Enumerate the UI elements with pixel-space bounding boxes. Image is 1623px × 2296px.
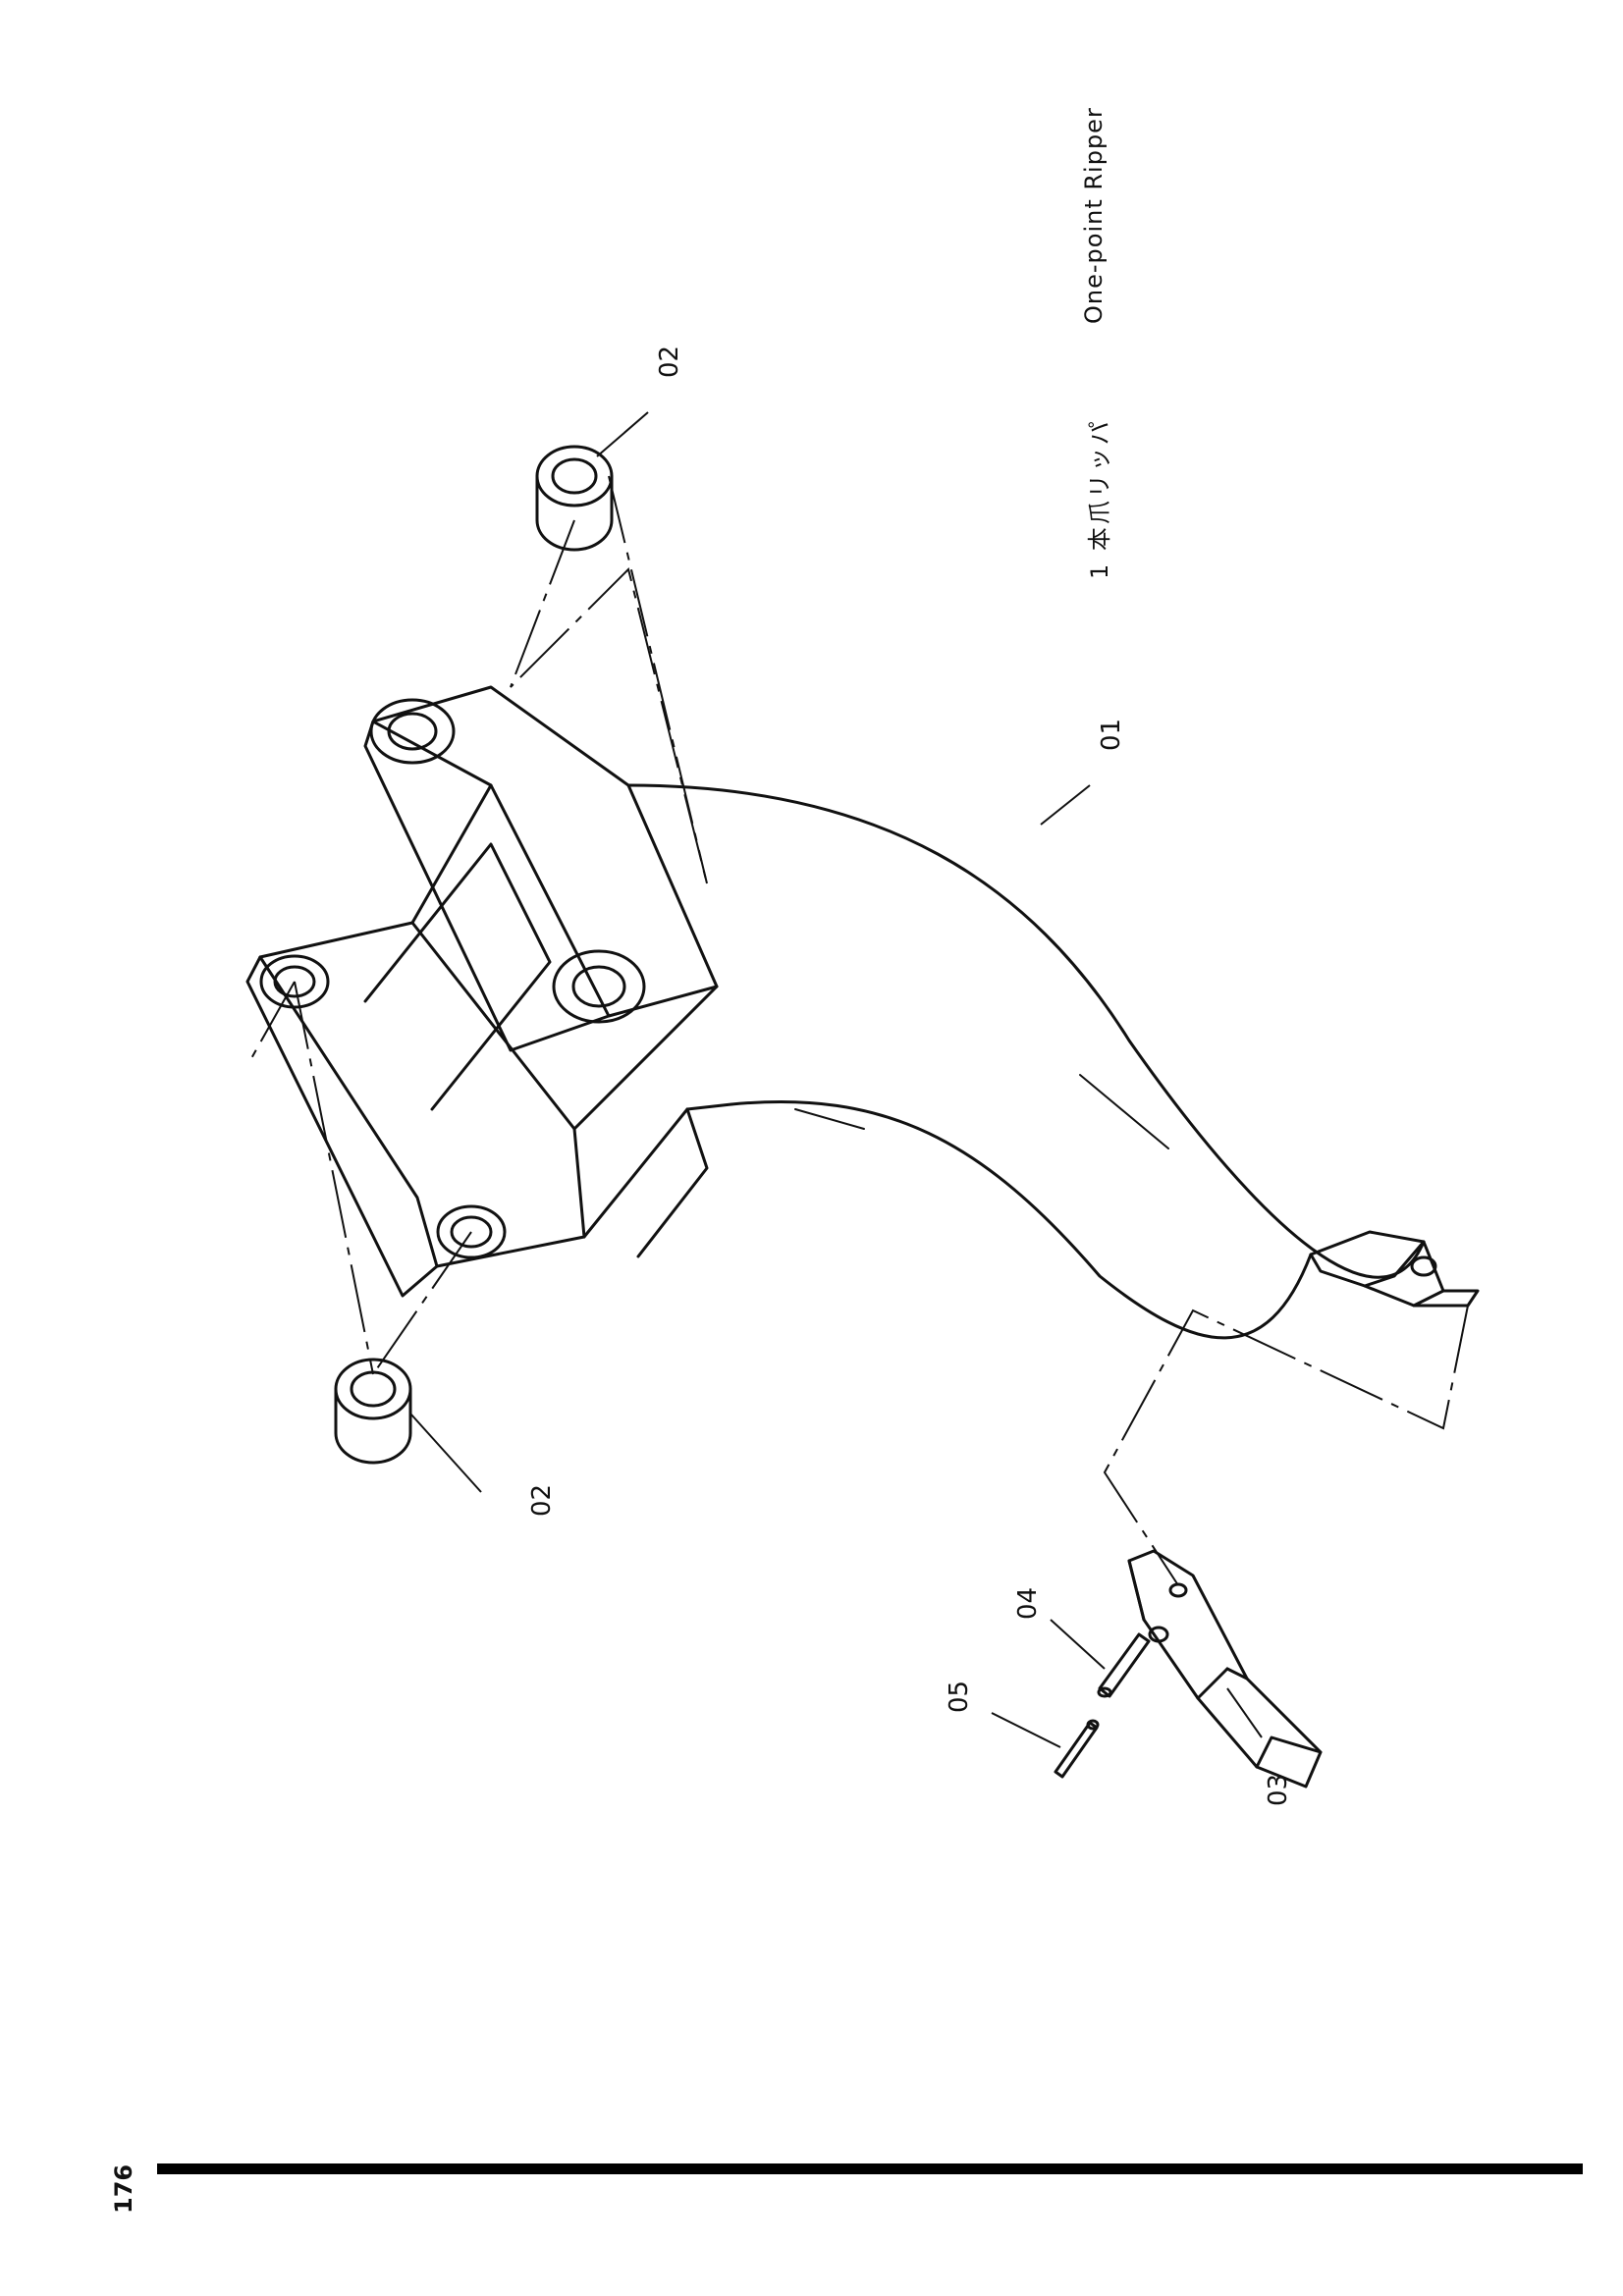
bushing-lower [334,1358,412,1465]
footer-rule [157,2163,1583,2174]
callout-02-lower: 02 [527,1484,557,1517]
leader-shank [1040,784,1091,826]
leader-lock-pin [991,1712,1061,1748]
assembly-lines [249,475,1469,1586]
pin [1097,1632,1151,1698]
leader-bushing-lower [409,1413,482,1493]
leader-bushing-upper [596,411,649,457]
leader-tooth-point [1226,1687,1263,1738]
tooth-point [1127,1549,1323,1789]
ripper-mounting-bracket [245,685,733,1298]
bushing-upper [535,445,614,552]
leader-pin [1050,1619,1106,1670]
lock-pin [1054,1719,1100,1779]
callout-05: 05 [945,1681,974,1713]
page-number: 176 [110,2163,137,2214]
callout-02-upper: 02 [655,346,684,378]
callout-03: 03 [1264,1774,1293,1806]
ripper-shank [626,783,1480,1340]
callout-01: 01 [1097,719,1126,751]
callout-04: 04 [1013,1587,1043,1620]
leader-lines [409,411,1263,1748]
